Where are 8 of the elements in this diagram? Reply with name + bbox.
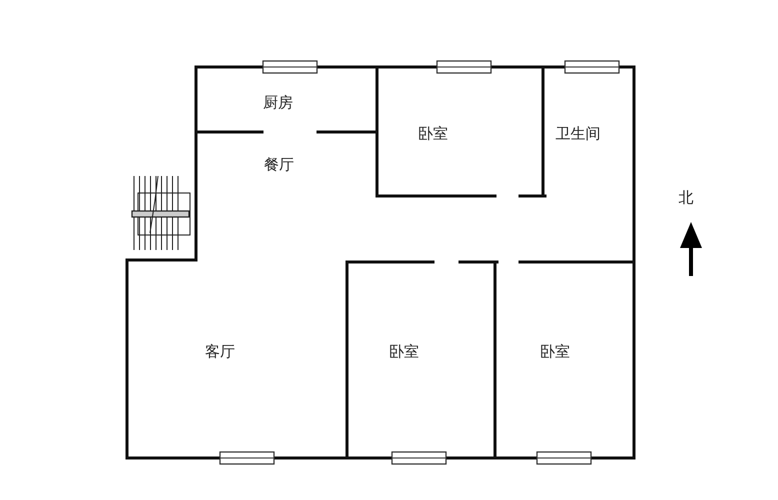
room-label: 卫生间 xyxy=(556,124,600,144)
room-label: 客厅 xyxy=(205,342,235,362)
compass-label: 北 xyxy=(678,188,694,208)
room-label: 厨房 xyxy=(263,94,293,112)
room-label: 卧室 xyxy=(540,342,570,362)
room-label: 餐厅 xyxy=(264,156,294,174)
room-label: 卧室 xyxy=(389,342,419,362)
room-label: 卧室 xyxy=(418,124,448,144)
